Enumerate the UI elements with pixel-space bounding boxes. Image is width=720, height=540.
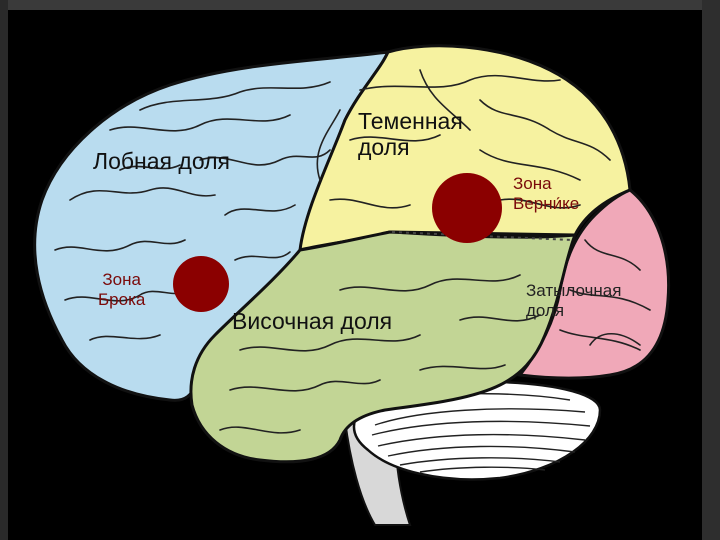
parietal-label-line2: доля <box>358 134 463 160</box>
parietal-lobe-label: Теменная доля <box>358 108 463 160</box>
temporal-lobe-label: Височная доля <box>232 308 392 334</box>
occipital-label-line2: доля <box>526 301 621 321</box>
wernicke-area-marker <box>432 173 502 243</box>
wernicke-label-line1: Зона <box>513 174 579 194</box>
wernicke-area-label: Зона Верни́ке <box>513 174 579 214</box>
occipital-label-line1: Затылочная <box>526 281 621 301</box>
wernicke-label-line2: Верни́ке <box>513 194 579 214</box>
parietal-label-line1: Теменная <box>358 108 463 134</box>
frontal-lobe-label: Лобная доля <box>93 148 230 174</box>
broca-area-label: Зона Брока <box>98 270 145 310</box>
broca-label-line2: Брока <box>98 290 145 310</box>
occipital-lobe-label: Затылочная доля <box>526 281 621 321</box>
broca-area-marker <box>173 256 229 312</box>
broca-label-line1: Зона <box>98 270 145 290</box>
